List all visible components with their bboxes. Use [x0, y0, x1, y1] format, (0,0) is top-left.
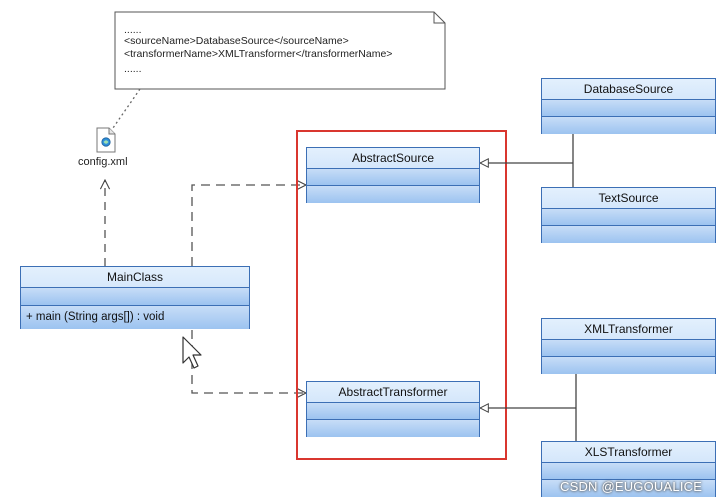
- watermark: CSDN @EUGOUALICE: [560, 479, 703, 494]
- class-abstracttransformer[interactable]: AbstractTransformer: [306, 381, 480, 437]
- operations-compartment: [542, 117, 715, 134]
- operations-compartment: [307, 420, 479, 437]
- class-name: AbstractTransformer: [307, 382, 479, 403]
- note-line: <sourceName>DatabaseSource</sourceName>: [124, 35, 349, 47]
- note-line: ......: [124, 24, 142, 36]
- class-name: DatabaseSource: [542, 79, 715, 100]
- operations-compartment: [542, 226, 715, 243]
- class-name: XLSTransformer: [542, 442, 715, 463]
- attributes-compartment: [542, 340, 715, 357]
- operations-compartment: [307, 186, 479, 203]
- class-name: AbstractSource: [307, 148, 479, 169]
- attributes-compartment: [542, 100, 715, 117]
- config-note: ...... <sourceName>DatabaseSource</sourc…: [114, 12, 444, 89]
- dep-main-source: [191, 185, 306, 266]
- class-databasesource[interactable]: DatabaseSource: [541, 78, 716, 134]
- note-line: <transformerName>XMLTransformer</transfo…: [124, 48, 393, 60]
- note-shape: [114, 11, 446, 90]
- class-mainclass[interactable]: MainClass + main (String args[]) : void: [20, 266, 250, 329]
- class-xmltransformer[interactable]: XMLTransformer: [541, 318, 716, 374]
- note-line: ......: [124, 63, 142, 75]
- xml-file-icon: [96, 127, 116, 153]
- highlight-frame: [296, 130, 507, 460]
- class-textsource[interactable]: TextSource: [541, 187, 716, 243]
- class-name: XMLTransformer: [542, 319, 715, 340]
- config-file-label: config.xml: [78, 156, 128, 168]
- note-anchor-line: [112, 88, 141, 129]
- class-xlstransformer[interactable]: XLSTransformer: [541, 441, 716, 497]
- class-name: MainClass: [21, 267, 249, 288]
- attributes-compartment: [21, 288, 249, 306]
- note-fold: [433, 12, 445, 24]
- attributes-compartment: [542, 209, 715, 226]
- attributes-compartment: [542, 463, 715, 480]
- attributes-compartment: [307, 169, 479, 186]
- class-abstractsource[interactable]: AbstractSource: [306, 147, 480, 203]
- mouse-cursor-icon: [182, 336, 202, 369]
- operations-compartment: [542, 357, 715, 374]
- operation-main: + main (String args[]) : void: [21, 306, 249, 329]
- attributes-compartment: [307, 403, 479, 420]
- class-name: TextSource: [542, 188, 715, 209]
- operations-compartment: [542, 480, 715, 497]
- dep-main-transformer: [191, 330, 306, 393]
